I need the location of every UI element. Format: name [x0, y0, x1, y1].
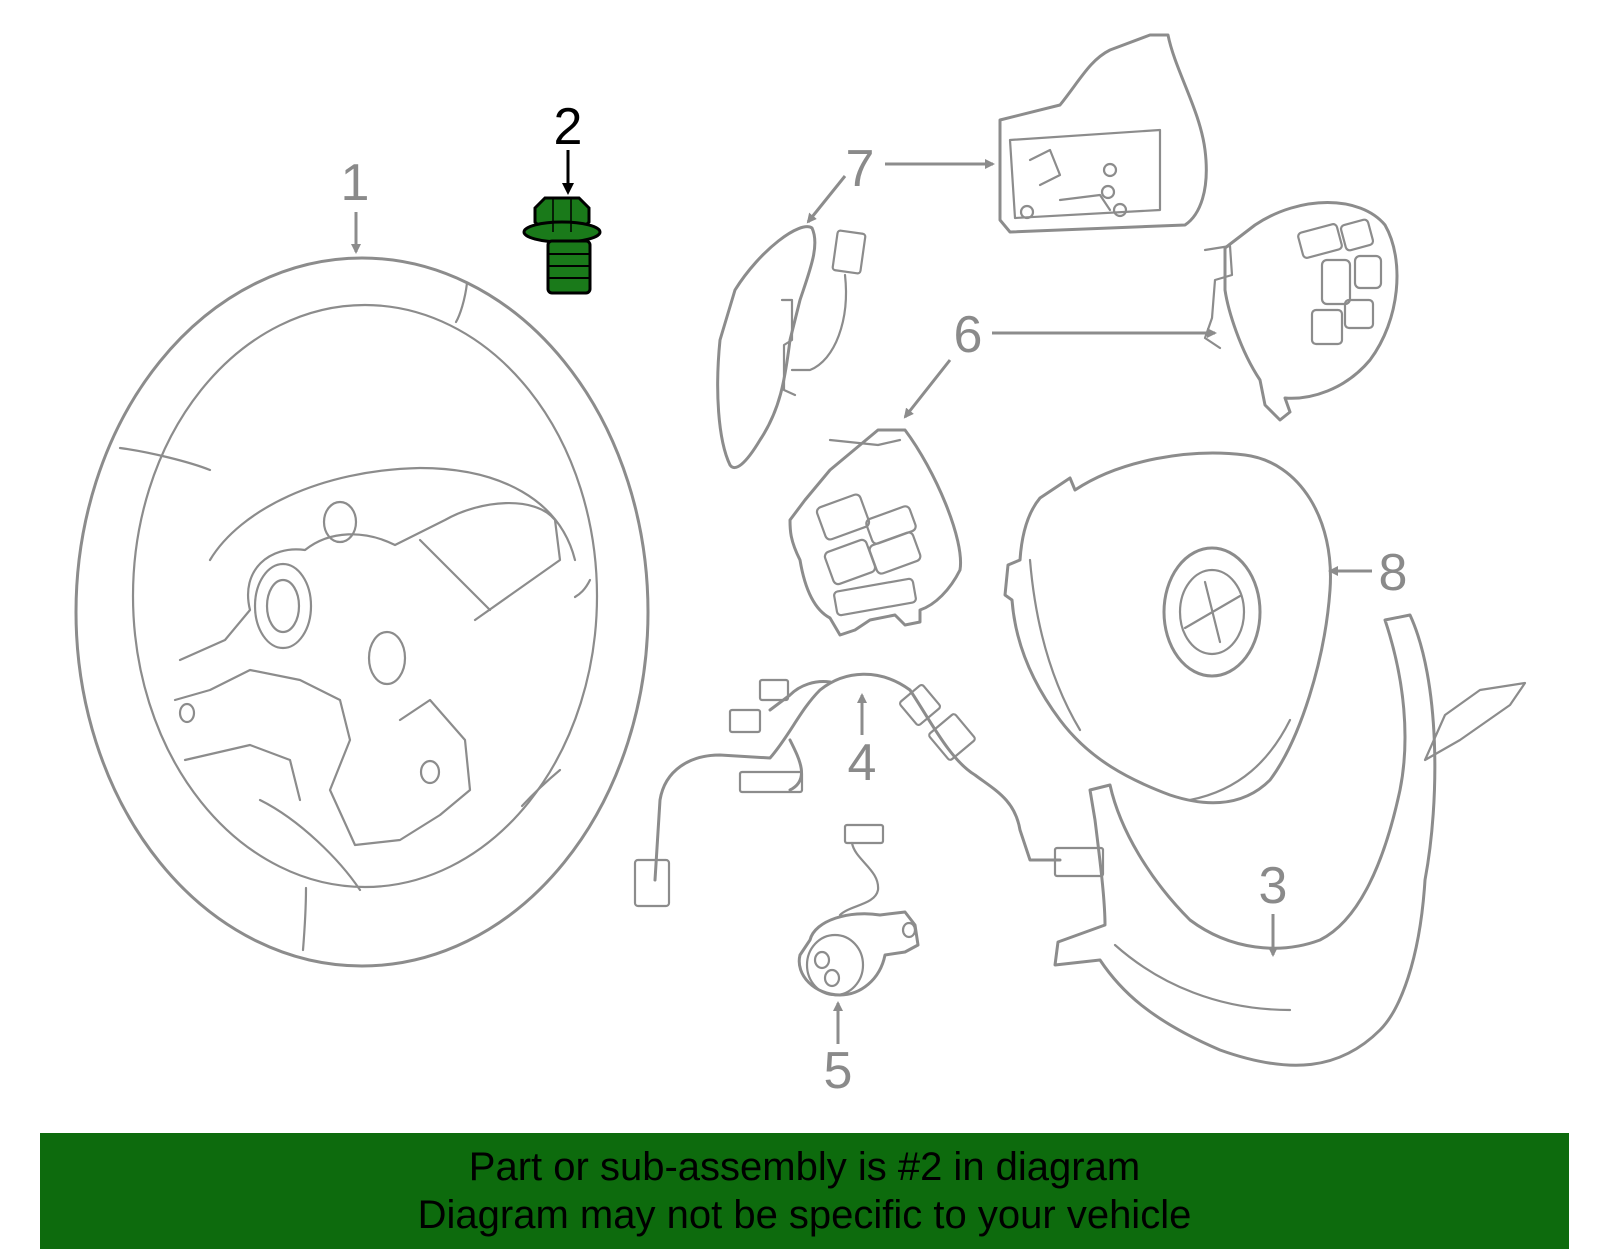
- switch-assembly-right[interactable]: [1203, 201, 1399, 422]
- callout-3: 3: [1259, 857, 1288, 957]
- banner-line-2: Diagram may not be specific to your vehi…: [417, 1193, 1192, 1237]
- callout-label-2: 2: [554, 98, 583, 156]
- bolt-part-2[interactable]: [522, 196, 602, 295]
- callout-label-7: 7: [846, 140, 875, 198]
- callout-label-8: 8: [1379, 544, 1408, 602]
- callout-label-1: 1: [341, 154, 370, 212]
- switch-assembly-left[interactable]: [788, 428, 963, 637]
- callout-label-5: 5: [824, 1042, 853, 1100]
- callout-label-3: 3: [1259, 857, 1288, 915]
- callout-5: 5: [824, 1001, 853, 1100]
- sensor-unit[interactable]: [797, 823, 920, 997]
- callout-6: 6: [903, 306, 1217, 419]
- switch-housing[interactable]: [998, 33, 1208, 234]
- leader-arrow-7b: [806, 175, 847, 224]
- callout-2: 2: [554, 98, 583, 195]
- callout-8: 8: [1328, 544, 1408, 602]
- leader-arrow-6b: [903, 359, 952, 419]
- shift-paddle[interactable]: [716, 225, 867, 470]
- callout-7: 7: [806, 140, 995, 224]
- callout-4: 4: [848, 693, 877, 792]
- callout-label-4: 4: [848, 734, 877, 792]
- callout-1: 1: [341, 154, 370, 254]
- wiring-harness[interactable]: [633, 672, 1105, 908]
- steering-wheel[interactable]: [74, 256, 650, 968]
- callout-label-6: 6: [954, 306, 983, 364]
- info-banner: Part or sub-assembly is #2 in diagram Di…: [40, 1133, 1569, 1249]
- airbag-module[interactable]: [1003, 451, 1332, 805]
- banner-line-1: Part or sub-assembly is #2 in diagram: [468, 1145, 1141, 1189]
- trim-cover[interactable]: [1053, 613, 1527, 1067]
